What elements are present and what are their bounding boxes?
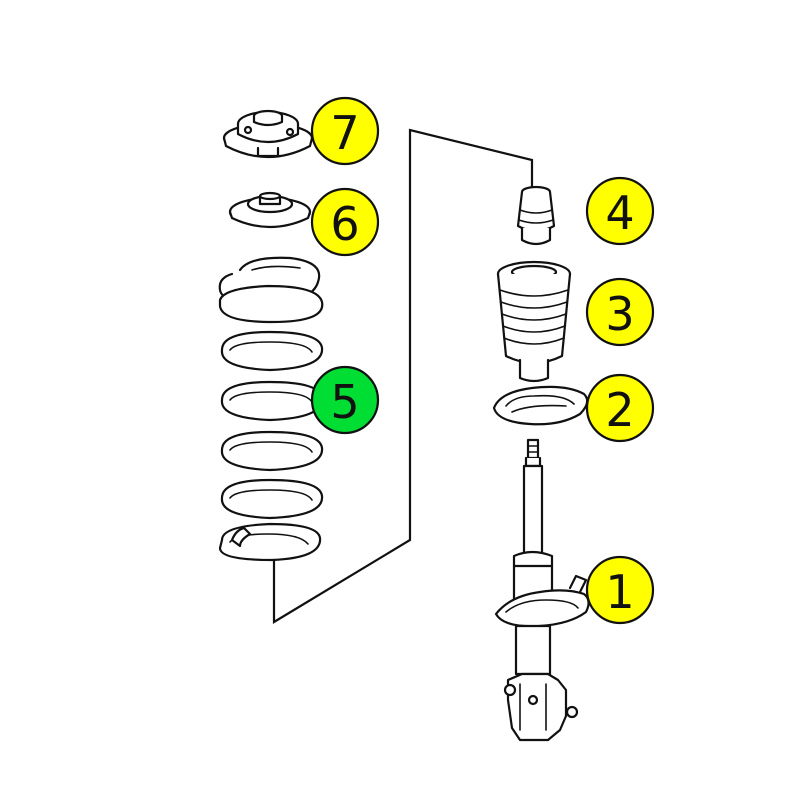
callout-label: 5 <box>330 375 359 429</box>
assembly-connector-line <box>272 128 534 624</box>
spring-seat <box>228 191 312 229</box>
callout-6[interactable]: 6 <box>310 187 380 257</box>
callout-badge <box>310 365 380 435</box>
callout-badge <box>585 277 655 347</box>
callout-5[interactable]: 5 <box>310 365 380 435</box>
callout-label: 6 <box>330 197 359 251</box>
callout-3[interactable]: 3 <box>585 277 655 347</box>
callout-4[interactable]: 4 <box>585 176 655 246</box>
callout-badge <box>585 176 655 246</box>
callout-label: 7 <box>330 106 359 160</box>
dust-boot <box>496 260 572 383</box>
callout-7[interactable]: 7 <box>310 96 380 166</box>
callout-label: 3 <box>605 287 634 341</box>
shock-absorber-strut <box>494 438 590 742</box>
callout-label: 2 <box>605 383 634 437</box>
lower-spring-insulator <box>492 385 589 426</box>
callout-label: 4 <box>605 186 634 240</box>
callout-badge <box>310 187 380 257</box>
coil-spring <box>218 256 324 562</box>
callout-badge <box>585 555 655 625</box>
upper-strut-mount <box>222 109 314 159</box>
callout-label: 1 <box>605 565 634 619</box>
callout-badge <box>310 96 380 166</box>
bump-stop <box>516 185 556 246</box>
callout-1[interactable]: 1 <box>585 555 655 625</box>
callout-badge <box>585 373 655 443</box>
callout-2[interactable]: 2 <box>585 373 655 443</box>
